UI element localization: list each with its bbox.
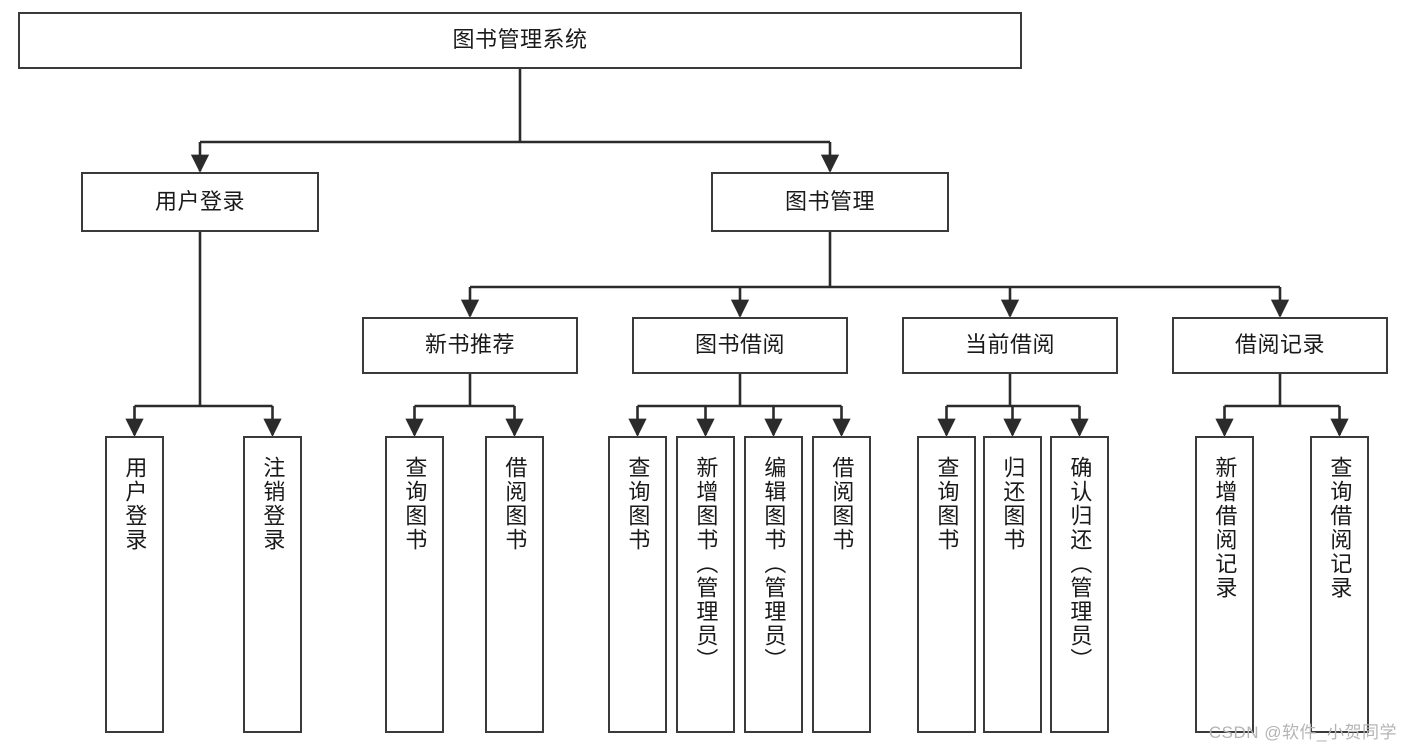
node-leaf-add-record[interactable]: 新增借阅记录 xyxy=(1195,436,1254,733)
node-leaf-user-login[interactable]: 用户登录 xyxy=(105,436,164,733)
node-leaf-query-book-2-label: 查询图书 xyxy=(625,456,651,552)
node-leaf-query-book-3[interactable]: 查询图书 xyxy=(917,436,976,733)
node-leaf-borrow-book-1[interactable]: 借阅图书 xyxy=(485,436,544,733)
node-book-borrow-label: 图书借阅 xyxy=(694,332,785,358)
node-current-borrow[interactable]: 当前借阅 xyxy=(902,317,1118,374)
node-root[interactable]: 图书管理系统 xyxy=(18,12,1022,69)
node-book-manage-label: 图书管理 xyxy=(784,188,875,214)
node-leaf-query-record-label: 查询借阅记录 xyxy=(1327,456,1353,600)
node-leaf-query-book-1[interactable]: 查询图书 xyxy=(385,436,444,733)
node-leaf-query-record[interactable]: 查询借阅记录 xyxy=(1310,436,1369,733)
node-book-borrow[interactable]: 图书借阅 xyxy=(632,317,848,374)
node-leaf-edit-book[interactable]: 编辑图书（管理员） xyxy=(744,436,803,733)
node-borrow-record-label: 借阅记录 xyxy=(1234,332,1325,358)
node-leaf-user-login-label: 用户登录 xyxy=(122,456,148,552)
node-leaf-confirm-return[interactable]: 确认归还（管理员） xyxy=(1050,436,1109,733)
node-user-login-label: 用户登录 xyxy=(154,188,245,214)
node-new-book-recommend[interactable]: 新书推荐 xyxy=(362,317,578,374)
node-user-login[interactable]: 用户登录 xyxy=(81,172,319,232)
node-root-label: 图书管理系统 xyxy=(452,27,588,53)
node-leaf-logout-label: 注销登录 xyxy=(260,456,286,552)
node-leaf-query-book-2[interactable]: 查询图书 xyxy=(608,436,667,733)
node-leaf-borrow-book-2-label: 借阅图书 xyxy=(829,456,855,552)
node-leaf-query-book-3-label: 查询图书 xyxy=(934,456,960,552)
node-leaf-edit-book-label: 编辑图书（管理员） xyxy=(761,456,787,672)
node-leaf-query-book-1-label: 查询图书 xyxy=(402,456,428,552)
node-leaf-add-book[interactable]: 新增图书（管理员） xyxy=(676,436,735,733)
node-book-manage[interactable]: 图书管理 xyxy=(711,172,949,232)
node-leaf-add-record-label: 新增借阅记录 xyxy=(1212,456,1238,600)
node-current-borrow-label: 当前借阅 xyxy=(964,332,1055,358)
node-leaf-add-book-label: 新增图书（管理员） xyxy=(693,456,719,672)
node-leaf-borrow-book-1-label: 借阅图书 xyxy=(502,456,528,552)
node-borrow-record[interactable]: 借阅记录 xyxy=(1172,317,1388,374)
node-leaf-logout[interactable]: 注销登录 xyxy=(243,436,302,733)
node-leaf-borrow-book-2[interactable]: 借阅图书 xyxy=(812,436,871,733)
node-leaf-confirm-return-label: 确认归还（管理员） xyxy=(1067,456,1093,672)
node-leaf-return-book-label: 归还图书 xyxy=(1000,456,1026,552)
watermark: CSDN @软件_小贺同学 xyxy=(1208,723,1397,742)
node-leaf-return-book[interactable]: 归还图书 xyxy=(983,436,1042,733)
node-new-book-recommend-label: 新书推荐 xyxy=(424,332,515,358)
